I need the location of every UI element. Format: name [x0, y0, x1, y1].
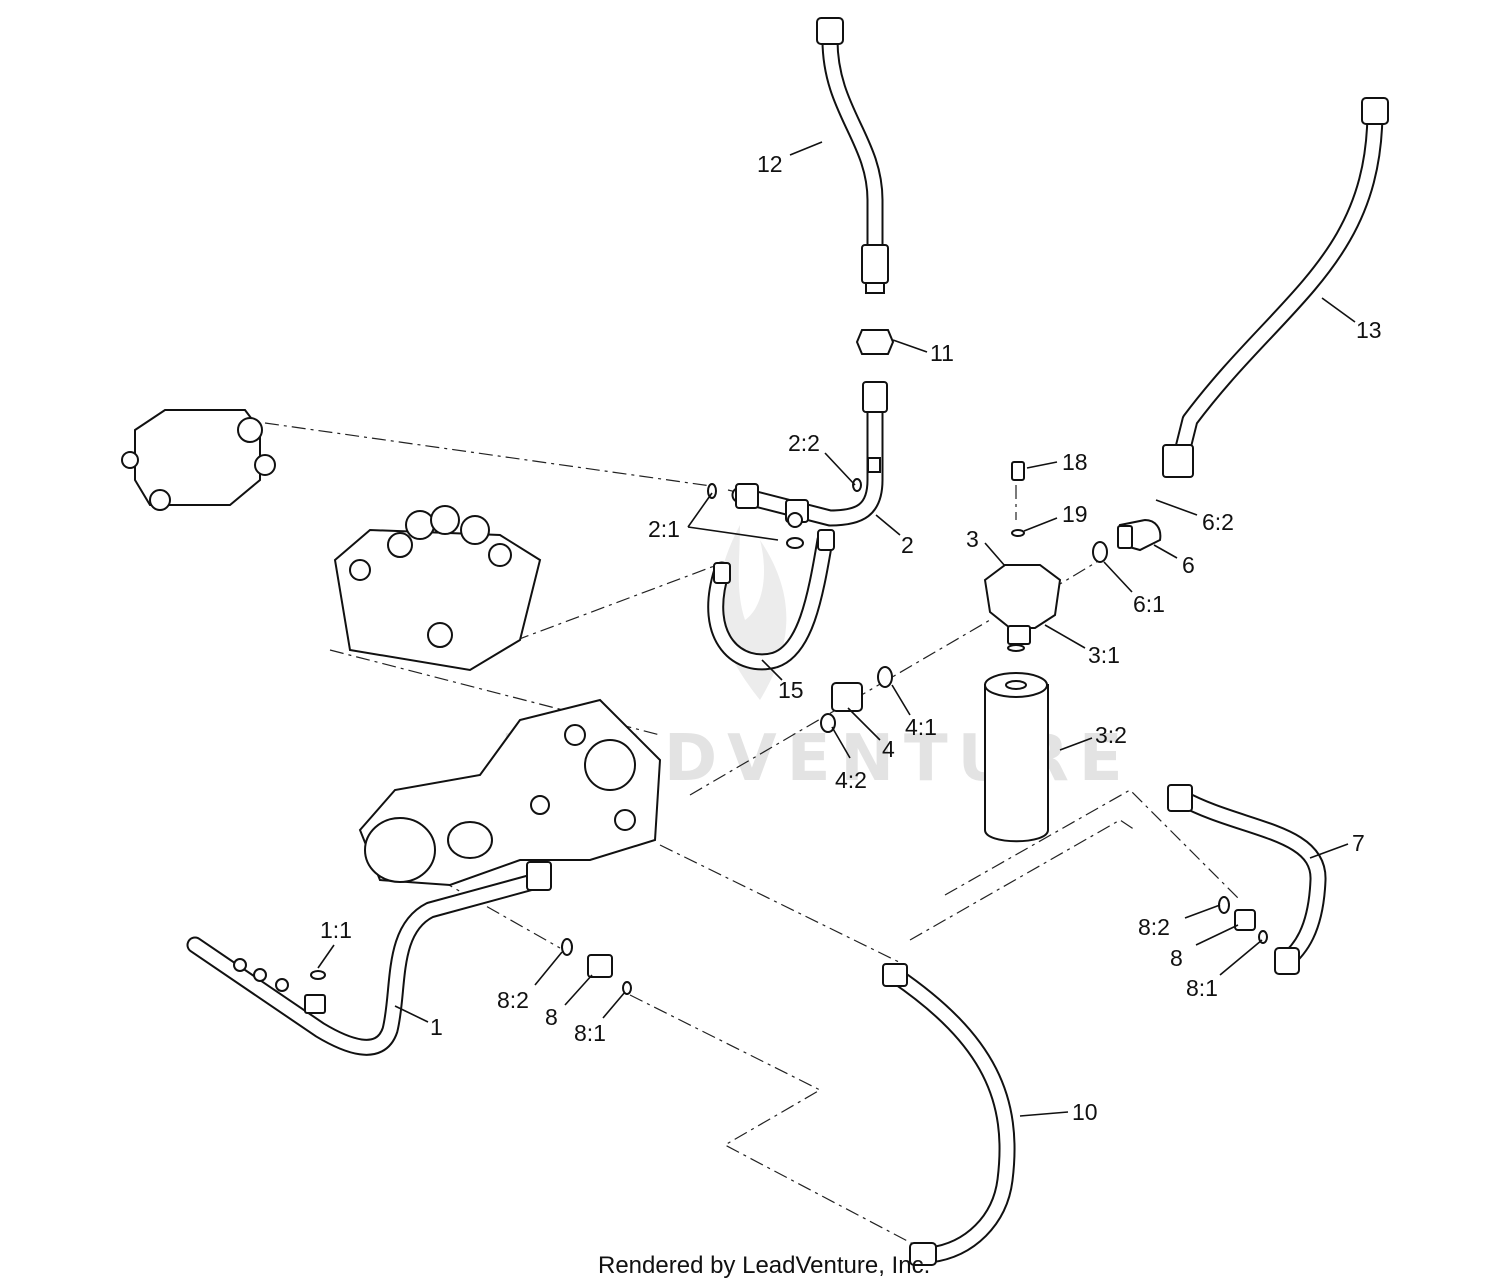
- callout-1: 1: [430, 1014, 443, 1040]
- callout-15: 15: [778, 677, 804, 703]
- callout-11: 11: [930, 340, 954, 366]
- callout-18: 18: [1062, 449, 1088, 475]
- callout-3-1: 3:1: [1088, 642, 1120, 668]
- pipe-2: [707, 381, 888, 549]
- callout-4: 4: [882, 736, 895, 762]
- hose-15: [707, 529, 835, 671]
- nut-11: [855, 329, 895, 355]
- pipe-1: [186, 861, 552, 1056]
- callout-7: 7: [1352, 830, 1365, 856]
- callout-12: 12: [757, 151, 783, 177]
- footer-credit: Rendered by LeadVenture, Inc.: [598, 1252, 930, 1279]
- hose-13: [1162, 97, 1389, 478]
- callout-13: 13: [1356, 317, 1382, 343]
- callout-labels: 12 11 13 2:2 2:1 2 18 19 3 6:2 6 6:1 3:1…: [320, 151, 1382, 1125]
- leader-lines: [317, 141, 1356, 1117]
- callout-3: 3: [966, 526, 979, 552]
- control-valve-manifold: [333, 505, 542, 672]
- callout-8-1-left: 8:1: [574, 1020, 606, 1046]
- callout-6: 6: [1182, 552, 1195, 578]
- hose-10: [882, 963, 1016, 1266]
- callout-2: 2: [901, 532, 914, 558]
- filter-assembly-3: [983, 461, 1062, 843]
- callout-6-1: 6:1: [1133, 591, 1165, 617]
- fitting-8-right: [1218, 896, 1268, 944]
- callout-8-2-left: 8:2: [497, 987, 529, 1013]
- hose-12: [816, 17, 889, 294]
- callout-10: 10: [1072, 1099, 1098, 1125]
- callout-8-1-right: 8:1: [1186, 975, 1218, 1001]
- callout-6-2: 6:2: [1202, 509, 1234, 535]
- callout-2-1: 2:1: [648, 516, 680, 542]
- callout-8-left: 8: [545, 1004, 558, 1030]
- callout-2-2: 2:2: [788, 430, 820, 456]
- hose-7: [1167, 784, 1327, 975]
- fitting-4: [820, 666, 893, 733]
- elbow-fitting-6: [1092, 518, 1162, 563]
- callout-1-1: 1:1: [320, 917, 352, 943]
- hydraulic-pump: [358, 698, 662, 887]
- callout-4-1: 4:1: [905, 714, 937, 740]
- callout-4-2: 4:2: [835, 767, 867, 793]
- callout-8-right: 8: [1170, 945, 1183, 971]
- callout-3-2: 3:2: [1095, 722, 1127, 748]
- callout-19: 19: [1062, 501, 1088, 527]
- fitting-8-left: [561, 938, 632, 995]
- callout-8-2-right: 8:2: [1138, 914, 1170, 940]
- valve-block: [121, 409, 276, 511]
